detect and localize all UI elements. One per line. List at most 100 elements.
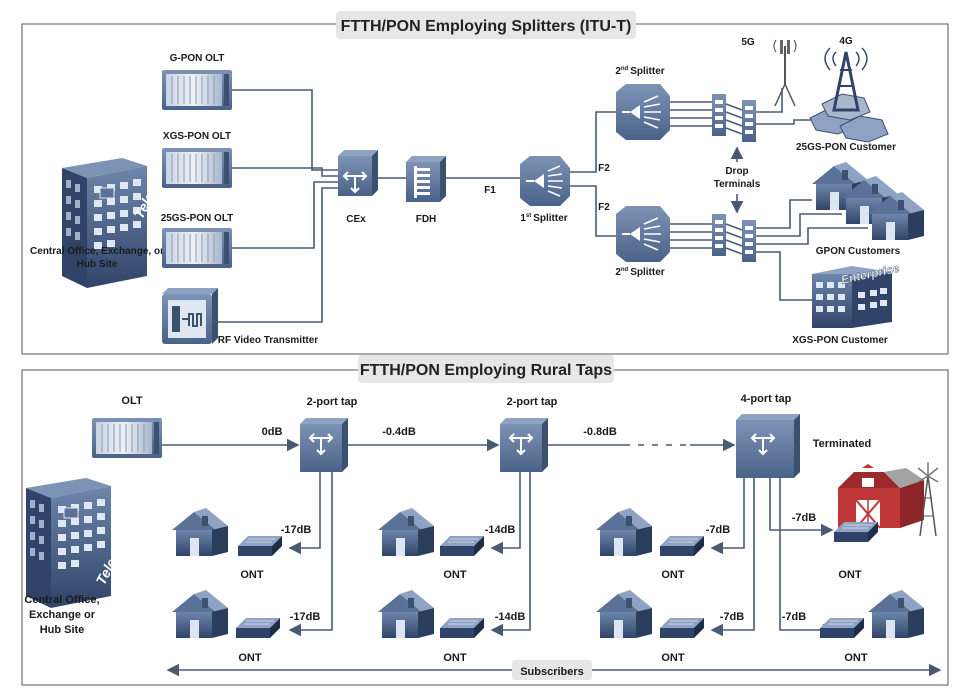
subscribers-label-bg xyxy=(512,660,592,680)
cex-label: CEx xyxy=(346,214,366,225)
drop-17b: -17dB xyxy=(290,611,321,623)
tap1-label: 2-port tap xyxy=(307,396,358,408)
subscriber-house-1a xyxy=(172,508,228,556)
gpon-olt-rack xyxy=(161,69,233,111)
tap1-box xyxy=(300,418,348,472)
tap2-box xyxy=(500,418,548,472)
central-office-label-top-l1: Central Office, Exchange, or xyxy=(30,246,164,257)
subscriber-house-2a xyxy=(378,508,434,556)
drop-17a: -17dB xyxy=(281,524,312,536)
drop-7b: -7dB xyxy=(720,611,745,623)
level-04db: -0.4dB xyxy=(382,426,416,438)
ont-1b xyxy=(235,617,281,639)
ont-label-2b: ONT xyxy=(443,652,467,664)
drop-14a: -14dB xyxy=(485,524,516,536)
rf-video-transmitter xyxy=(162,288,218,344)
central-office-label-bottom-l2: Exchange or xyxy=(29,609,96,621)
level-0db: 0dB xyxy=(262,426,283,438)
xgs-olt-label: XGS-PON OLT xyxy=(163,131,231,142)
splitter-2-upper xyxy=(616,84,670,140)
olt-to-cex-lines xyxy=(212,89,338,323)
drop-14b: -14dB xyxy=(495,611,526,623)
olt-rack-bottom xyxy=(91,417,163,459)
drop-7c: -7dB xyxy=(792,512,817,524)
tap2-label: 2-port tap xyxy=(507,396,558,408)
xgs-olt-rack xyxy=(161,147,233,189)
bottom-section: FTTH/PON Employing Rural Taps OLT Teleco… xyxy=(21,355,949,686)
fdh-box xyxy=(406,156,446,202)
tap3-box xyxy=(736,414,800,478)
splitter-2-lower xyxy=(616,206,670,262)
subscriber-house-1b xyxy=(172,590,228,638)
ont-label-2a: ONT xyxy=(443,569,467,581)
ont-label-1b: ONT xyxy=(238,652,262,664)
customer-25gs-label: 25GS-PON Customer xyxy=(796,142,896,153)
ont-label-4b: ONT xyxy=(844,652,868,664)
olt-25gs-rack xyxy=(161,227,233,269)
bottom-title-bg xyxy=(358,355,614,383)
central-office-label-top-l2: Hub Site xyxy=(77,259,118,270)
subscribers-label: Subscribers xyxy=(520,666,584,678)
ont-2a xyxy=(439,535,485,557)
drop-to-gpon-lines xyxy=(756,199,868,301)
drop-terminals-lower xyxy=(712,214,756,262)
label-4g: 4G xyxy=(839,36,853,47)
splitter-1 xyxy=(520,156,570,206)
xgs-customer-label: XGS-PON Customer xyxy=(792,335,888,346)
top-title: FTTH/PON Employing Splitters (ITU-T) xyxy=(341,18,632,35)
ont-label-4a: ONT xyxy=(838,569,862,581)
f2-lines xyxy=(570,111,616,237)
tap2-drops xyxy=(490,472,531,637)
central-office-building-bottom: Telecom xyxy=(25,477,133,609)
tap3-drops xyxy=(710,478,836,637)
ont-2b xyxy=(439,617,485,639)
f2-lower-label: F2 xyxy=(598,202,610,213)
terminated-label: Terminated xyxy=(813,438,871,450)
drop-7d: -7dB xyxy=(782,611,807,623)
gpon-customers-label: GPON Customers xyxy=(816,246,901,257)
tap1-drops xyxy=(288,472,333,637)
barn xyxy=(838,464,924,529)
drop-terminals-upper xyxy=(712,94,756,142)
f1-label: F1 xyxy=(484,185,496,196)
cex-box xyxy=(338,150,378,196)
central-office-label-bottom-l1: Central Office, xyxy=(24,594,99,606)
level-08db: -0.8dB xyxy=(583,426,617,438)
tower-5g xyxy=(773,39,797,107)
fdh-label: FDH xyxy=(416,214,437,225)
central-office-label-bottom-l3: Hub Site xyxy=(40,624,85,636)
bottom-title: FTTH/PON Employing Rural Taps xyxy=(360,362,612,379)
rf-video-label: RF Video Transmitter xyxy=(218,335,319,346)
top-section: FTTH/PON Employing Splitters (ITU-T) Tel… xyxy=(21,11,949,355)
drop-to-towers-lines xyxy=(756,88,812,125)
ont-label-1a: ONT xyxy=(240,569,264,581)
olt-25gs-label: 25GS-PON OLT xyxy=(161,213,234,224)
ont-label-3b: ONT xyxy=(661,652,685,664)
drop-7a: -7dB xyxy=(706,524,731,536)
ont-4b xyxy=(819,617,865,639)
enterprise-building: Enterprise xyxy=(812,261,901,328)
f2-upper-label: F2 xyxy=(598,163,610,174)
drop-terminals-label-l2: Terminals xyxy=(714,179,761,190)
tap3-label: 4-port tap xyxy=(741,393,792,405)
subscriber-house-3b xyxy=(596,590,652,638)
subscriber-house-2b xyxy=(378,590,434,638)
windmill xyxy=(917,462,939,537)
olt-label-bottom: OLT xyxy=(121,395,142,407)
subscriber-house-3a xyxy=(596,508,652,556)
label-5g: 5G xyxy=(741,37,755,48)
tower-4g-hexes xyxy=(809,47,889,143)
splitter-to-drop-lines xyxy=(670,101,712,249)
drop-terminals-label-l1: Drop xyxy=(725,166,748,177)
ont-1a xyxy=(237,535,283,557)
gpon-olt-label: G-PON OLT xyxy=(170,53,225,64)
ont-3a xyxy=(659,535,705,557)
top-title-bg xyxy=(336,11,636,39)
ont-label-3a: ONT xyxy=(661,569,685,581)
ont-3b xyxy=(659,617,705,639)
subscriber-house-4b xyxy=(868,590,924,638)
